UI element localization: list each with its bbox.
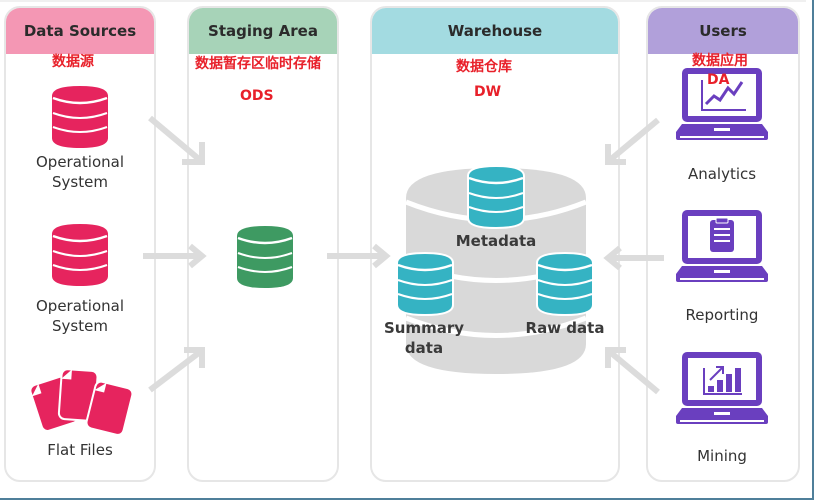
arrow-files-to-staging: [148, 347, 205, 393]
warehouse-metadata-label: Metadata: [455, 232, 537, 250]
arrow-source2-to-staging: [143, 243, 207, 269]
metadata-database-icon: [467, 164, 525, 230]
label-line: Operational: [35, 297, 124, 315]
annotation-da: DA: [707, 72, 730, 88]
source-label: Operational System: [30, 152, 130, 192]
warehouse-summary-label: Summary data: [374, 318, 474, 358]
column-header: Staging Area: [189, 8, 337, 54]
arrow-staging-to-warehouse: [327, 243, 391, 269]
summary-database-icon: [396, 251, 454, 317]
analytics-laptop-icon: [676, 68, 768, 140]
source-label: Operational System: [30, 296, 130, 336]
arrow-source1-to-staging: [148, 115, 205, 165]
annotation-users-cn: 数据应用: [692, 53, 748, 69]
annotation-dw: DW: [474, 84, 502, 100]
annotation-data-source-cn: 数据源: [52, 54, 94, 70]
arrow-analytics-to-warehouse: [605, 117, 660, 165]
label-line: System: [52, 173, 108, 191]
label-line: Operational: [35, 153, 124, 171]
top-border: [0, 0, 806, 2]
warehouse-raw-label: Raw data: [525, 319, 605, 337]
label-line: System: [52, 317, 108, 335]
annotation-staging-cn: 数据暂存区临时存储: [195, 56, 321, 72]
database-icon: [52, 86, 108, 148]
reporting-laptop-icon: [676, 210, 768, 282]
warehouse-cylinder-icon: [405, 168, 587, 374]
raw-database-icon: [536, 251, 594, 317]
column-header: Warehouse: [372, 8, 618, 54]
annotation-ods: ODS: [240, 88, 274, 104]
arrow-reporting-to-warehouse: [603, 245, 664, 271]
arrow-mining-to-warehouse: [605, 347, 660, 395]
label-line: data: [404, 339, 444, 357]
users-analytics-label: Analytics: [687, 165, 757, 183]
annotation-warehouse-cn: 数据仓库: [456, 59, 512, 75]
source-label: Flat Files: [47, 441, 113, 459]
mining-laptop-icon: [676, 352, 768, 424]
column-header: Users: [648, 8, 798, 54]
column-header: Data Sources: [6, 8, 154, 54]
users-mining-label: Mining: [697, 447, 747, 465]
database-icon: [52, 224, 108, 286]
users-reporting-label: Reporting: [685, 306, 759, 324]
files-icon: [29, 368, 134, 436]
label-line: Summary: [383, 319, 465, 337]
staging-database-icon: [237, 226, 293, 288]
